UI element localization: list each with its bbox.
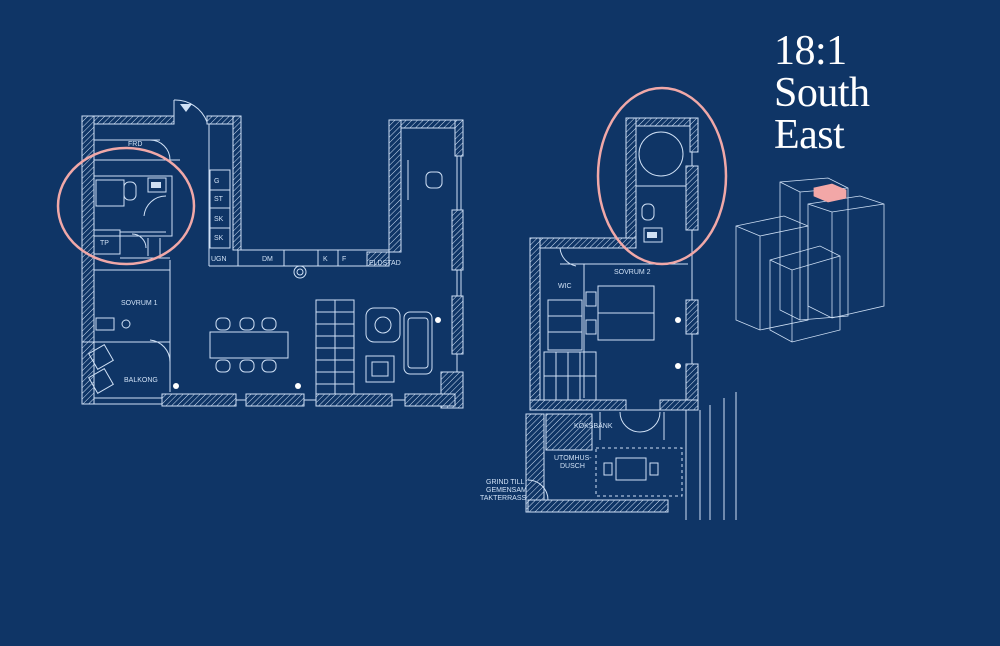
kitchen-column bbox=[209, 169, 231, 249]
label-dusch: DUSCH bbox=[560, 463, 585, 470]
label-tp: TP bbox=[100, 240, 109, 247]
label-utomhus: UTOMHUS- bbox=[554, 455, 592, 462]
title-line-3: East bbox=[774, 112, 845, 158]
balcony bbox=[88, 344, 114, 394]
label-f: F bbox=[342, 256, 346, 263]
label-sovrum-1: SOVRUM 1 bbox=[121, 300, 158, 307]
floor-plan-level-2 bbox=[525, 117, 737, 520]
highlight-circle-bathroom-2 bbox=[596, 86, 728, 266]
label-sovrum-2: SOVRUM 2 bbox=[614, 269, 651, 276]
bed bbox=[585, 285, 655, 341]
staircase-1 bbox=[315, 299, 355, 395]
label-dm: DM bbox=[262, 256, 273, 263]
staircase-2 bbox=[543, 351, 597, 401]
label-k: K bbox=[323, 256, 328, 263]
label-sk-1: SK bbox=[214, 216, 224, 223]
label-sk-2: SK bbox=[214, 235, 224, 242]
label-takterrass: TAKTERRASS bbox=[480, 495, 526, 502]
label-wic: WIC bbox=[558, 283, 572, 290]
title-line-1: 18:1 bbox=[774, 28, 847, 74]
entry-door[interactable] bbox=[173, 99, 208, 123]
label-grind-till: GRIND TILL bbox=[486, 479, 524, 486]
title-line-2: South bbox=[774, 70, 870, 116]
living-area bbox=[365, 160, 443, 383]
label-balkong: BALKONG bbox=[124, 377, 158, 384]
label-eldstad: ELDSTAD bbox=[369, 260, 401, 267]
highlight-circle-bathroom-1 bbox=[56, 146, 196, 266]
label-koksbank: KÖKSBÄNK bbox=[574, 422, 613, 430]
bathroom-1 bbox=[93, 175, 173, 259]
label-frd: FRD bbox=[128, 141, 142, 148]
highlighted-unit bbox=[813, 183, 847, 203]
label-ugn: UGN bbox=[211, 256, 227, 263]
exterior-walls-2 bbox=[525, 117, 699, 513]
dining-table bbox=[209, 317, 289, 373]
label-g: G bbox=[214, 178, 219, 185]
exterior-walls bbox=[81, 115, 464, 409]
bathroom-2 bbox=[636, 131, 686, 243]
terrace bbox=[527, 392, 737, 520]
label-st: ST bbox=[214, 196, 224, 203]
label-gemensam: GEMENSAM bbox=[486, 487, 527, 494]
floor-plan-level-1 bbox=[81, 99, 464, 409]
building-model-3d bbox=[735, 177, 885, 343]
